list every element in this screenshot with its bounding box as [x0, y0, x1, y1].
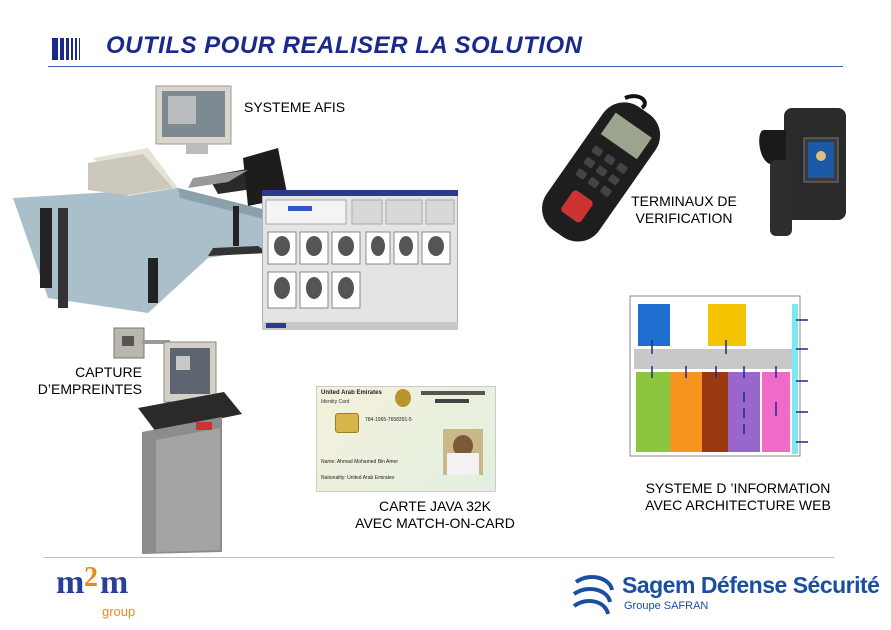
- label-terminaux-line1: TERMINAUX DE: [631, 193, 737, 209]
- arabic-subheader-text: [435, 399, 469, 403]
- label-terminaux-line2: VERIFICATION: [635, 210, 733, 226]
- sagem-logo: Sagem Défense Sécurité Groupe SAFRAN: [570, 570, 880, 620]
- label-si-line2: AVEC ARCHITECTURE WEB: [645, 497, 831, 513]
- id-card-number: 784-1965-7658391-5: [365, 417, 412, 423]
- id-card-subheader: Identity Card: [321, 399, 350, 405]
- capture-kiosk-image: [113, 327, 242, 554]
- logo-m1: m: [56, 564, 85, 601]
- logo-m2: m: [100, 564, 129, 601]
- label-systeme-afis: SYSTEME AFIS: [244, 99, 346, 115]
- title-divider: [48, 66, 843, 67]
- emblem-icon: [395, 389, 411, 407]
- web-bus-bar: [792, 304, 798, 454]
- block-blue: [638, 304, 670, 346]
- label-si-line1: SYSTEME D ’INFORMATION: [645, 480, 831, 496]
- id-card-name: Name: Ahmad Mohamed Bin Amer: [321, 459, 398, 465]
- id-card-image: United Arab Emirates Identity Card 784-1…: [316, 386, 496, 492]
- id-card-header: United Arab Emirates: [321, 390, 382, 396]
- label-carte-java: CARTE JAVA 32K AVEC MATCH-ON-CARD: [340, 498, 530, 532]
- label-capture-line2: D’EMPREINTES: [37, 381, 142, 397]
- safran-swoosh-icon: [572, 574, 614, 615]
- label-capture: CAPTURE D’EMPREINTES: [12, 364, 142, 398]
- title-bars-icon: [52, 38, 82, 60]
- label-capture-line1: CAPTURE: [75, 364, 142, 380]
- arabic-header-text: [421, 391, 485, 395]
- label-carte-line1: CARTE JAVA 32K: [378, 498, 492, 514]
- column-orange: [670, 372, 702, 452]
- block-yellow: [708, 304, 746, 346]
- verification-terminal-image: [542, 94, 661, 242]
- portrait-photo: [443, 429, 483, 475]
- middleware-bar: [634, 349, 792, 369]
- sagem-sub-text: Groupe SAFRAN: [624, 600, 709, 612]
- chip-icon: [335, 413, 359, 433]
- architecture-diagram: [629, 295, 808, 457]
- logo-2: 2: [84, 562, 98, 593]
- sagem-brand-text: Sagem Défense Sécurité: [622, 572, 880, 598]
- biometric-reader-image: [759, 108, 846, 236]
- m2m-group-logo: m 2 m group: [56, 562, 156, 624]
- afis-software-screenshot: [262, 190, 458, 330]
- id-card-nationality: Nationality: United Arab Emirates: [321, 475, 395, 481]
- label-terminaux: TERMINAUX DE VERIFICATION: [626, 193, 742, 227]
- column-green: [636, 372, 670, 452]
- label-systeme-information: SYSTEME D ’INFORMATION AVEC ARCHITECTURE…: [626, 480, 850, 514]
- logo-group: group: [102, 604, 136, 619]
- column-brown: [702, 372, 728, 452]
- slide-title: OUTILS POUR REALISER LA SOLUTION: [106, 32, 583, 59]
- footer-divider: [44, 557, 834, 558]
- label-carte-line2: AVEC MATCH-ON-CARD: [355, 515, 515, 531]
